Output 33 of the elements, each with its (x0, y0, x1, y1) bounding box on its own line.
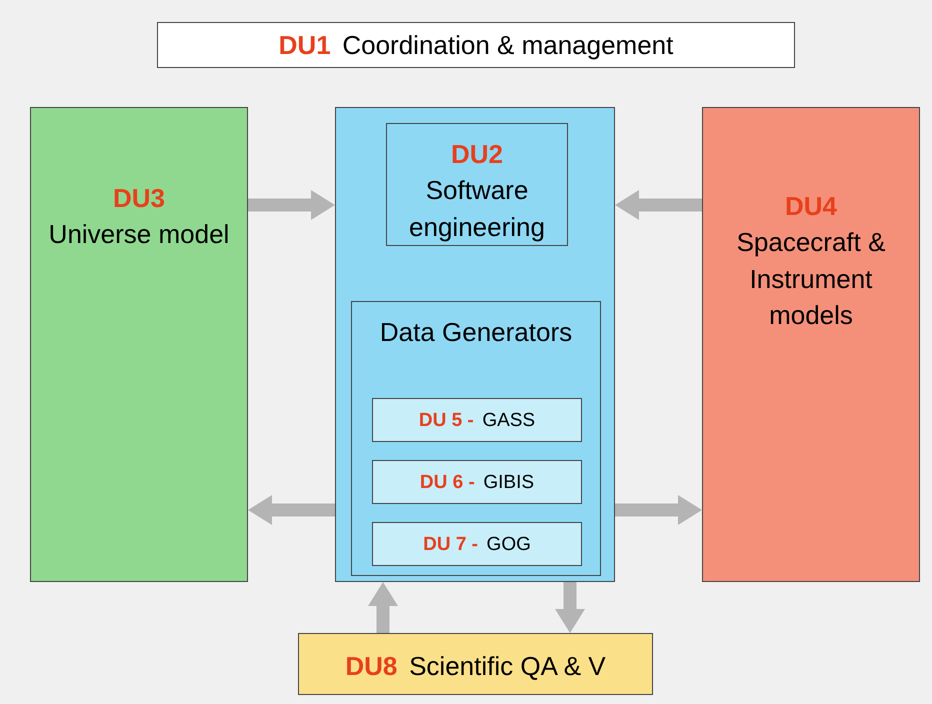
module-code: DU1 (278, 29, 331, 62)
module-title: Scientific QA & V (409, 650, 606, 683)
module-code: DU3 (112, 182, 165, 215)
module-box (702, 107, 920, 582)
module-title: Software engineering (408, 174, 546, 244)
module-box (372, 398, 582, 442)
arrow (248, 190, 335, 220)
arrow (368, 582, 398, 633)
arrow (555, 582, 585, 633)
module-code: DU2 (450, 138, 503, 171)
module-code: DU 5 - (418, 409, 474, 433)
module-title: Universe model (48, 218, 230, 252)
module-box (30, 107, 248, 582)
module-title: GASS (482, 409, 536, 433)
module-panel (335, 107, 615, 582)
group-title: Data Generators (380, 316, 572, 349)
module-code: DU4 (784, 190, 837, 223)
arrow (615, 495, 702, 525)
module-box (298, 633, 653, 695)
module-title: GOG (486, 533, 531, 557)
heading-box (157, 22, 795, 68)
module-box (372, 522, 582, 566)
arrow (615, 190, 702, 220)
module-box (372, 460, 582, 504)
module-code: DU8 (345, 650, 398, 683)
module-title: GIBIS (483, 471, 534, 495)
module-title: Spacecraft & Instrument models (736, 226, 886, 332)
module-title: Coordination & management (342, 29, 674, 62)
module-code: DU 6 - (420, 471, 475, 495)
module-box (386, 123, 568, 246)
arrow (248, 495, 335, 525)
group-box (351, 301, 601, 576)
module-code: DU 7 - (423, 533, 478, 557)
